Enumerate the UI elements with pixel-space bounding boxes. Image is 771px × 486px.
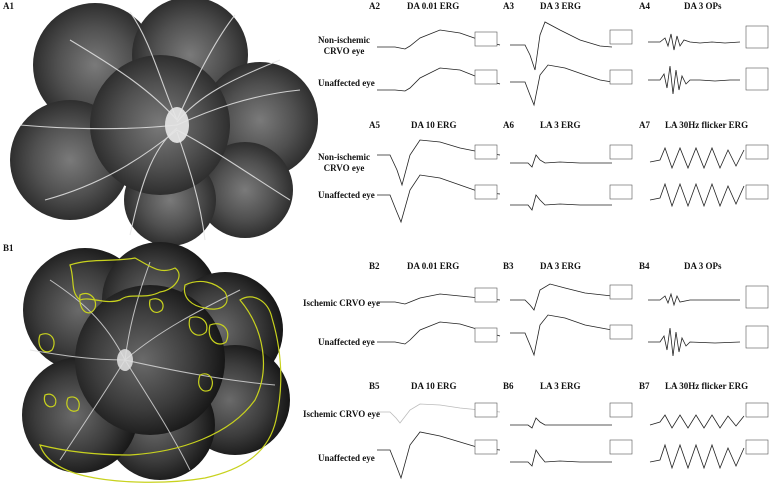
panel-title-a5: DA 10 ERG: [411, 120, 457, 130]
panel-title-a3: DA 3 ERG: [540, 1, 582, 11]
trace-b5-unaffected: [377, 431, 501, 480]
panel-title-a4: DA 3 OPs: [684, 1, 722, 11]
trace-a4-crvo: [648, 33, 741, 51]
trace-a7-crvo: [649, 146, 745, 170]
panel-title-a7: LA 30Hz flicker ERG: [665, 120, 749, 130]
panel-label-b3: B3: [503, 261, 514, 271]
trace-b4-crvo: [648, 292, 740, 307]
trace-a5-unaffected: [377, 174, 501, 224]
eye-label-ischemic-b5: Ischemic CRVO eye: [303, 409, 380, 419]
panel-label-b4: B4: [639, 261, 650, 271]
panel-label-a5: A5: [369, 120, 380, 130]
fundus-image-a1: [10, 0, 318, 246]
panel-title-b4: DA 3 OPs: [684, 261, 722, 271]
trace-b3-unaffected: [510, 314, 613, 357]
eye-label-unaffected-b5: Unaffected eye: [318, 453, 375, 463]
eye-label-unaffected-a2: Unaffected eye: [318, 78, 375, 88]
panel-title-b2: DA 0.01 ERG: [407, 261, 460, 271]
trace-b2-crvo: [377, 293, 501, 305]
panel-label-b1: B1: [3, 243, 14, 253]
trace-b6-crvo: [510, 417, 612, 429]
trace-b5-crvo: [377, 403, 501, 424]
trace-a4-unaffected: [648, 65, 740, 95]
trace-a2-crvo: [377, 29, 501, 50]
trace-b2-unaffected: [377, 321, 501, 345]
panel-label-a6: A6: [503, 120, 514, 130]
trace-b3-crvo: [510, 283, 613, 311]
eye-label-unaffected-a5: Unaffected eye: [318, 190, 375, 200]
panel-title-b5: DA 10 ERG: [411, 381, 457, 391]
panel-label-b5: B5: [369, 381, 380, 391]
panel-title-a6: LA 3 ERG: [540, 120, 581, 130]
panel-label-a2: A2: [369, 1, 380, 11]
panel-label-b6: B6: [503, 381, 514, 391]
panel-label-a4: A4: [639, 1, 650, 11]
panel-title-b6: LA 3 ERG: [540, 381, 581, 391]
panel-label-a7: A7: [639, 120, 650, 130]
result-tables: [474, 25, 769, 455]
panel-label-b7: B7: [639, 381, 650, 391]
panel-title-a2: DA 0.01 ERG: [407, 1, 460, 11]
trace-a6-unaffected: [510, 194, 612, 211]
trace-a6-crvo: [510, 154, 612, 168]
trace-a7-unaffected: [649, 182, 745, 208]
panel-title-b7: LA 30Hz flicker ERG: [665, 381, 749, 391]
trace-b7-crvo: [649, 414, 745, 429]
panel-title-b3: DA 3 ERG: [540, 261, 582, 271]
panel-label-b2: B2: [369, 261, 380, 271]
erg-traces: [377, 21, 745, 480]
trace-a5-crvo: [377, 139, 501, 187]
trace-a3-crvo: [510, 21, 613, 71]
eye-label-unaffected-b2: Unaffected eye: [318, 337, 375, 347]
trace-b7-unaffected: [649, 443, 745, 470]
panel-label-a3: A3: [503, 1, 514, 11]
trace-a3-unaffected: [510, 64, 613, 107]
eye-label-ischemic-b2: Ischemic CRVO eye: [303, 298, 380, 308]
trace-a2-unaffected: [377, 67, 501, 92]
trace-b6-unaffected: [510, 449, 612, 467]
trace-b4-unaffected: [648, 327, 741, 357]
panel-label-a1: A1: [3, 1, 14, 11]
fundus-image-b1: [22, 242, 290, 483]
